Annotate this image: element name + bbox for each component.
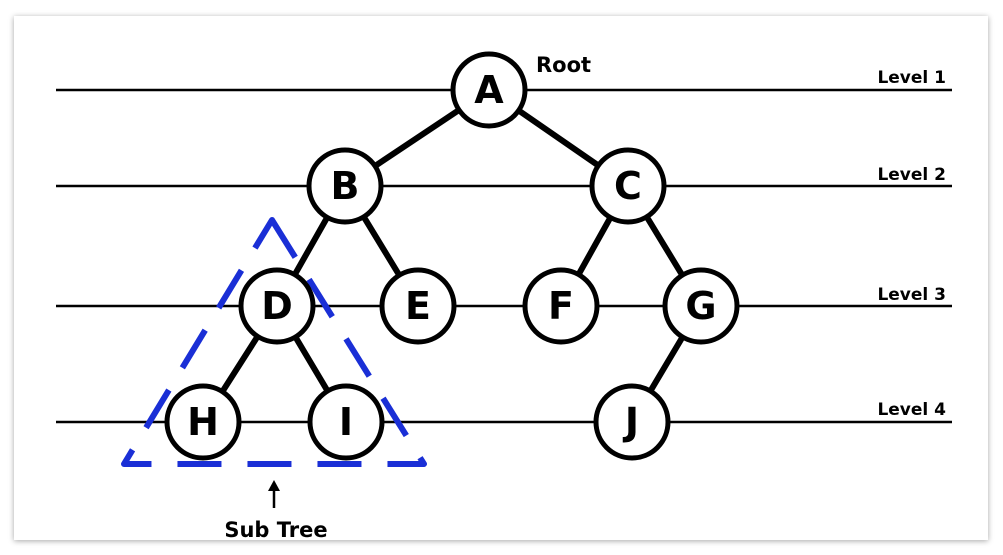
node-B-label: B [331, 164, 360, 208]
node-H-label: H [187, 400, 219, 444]
node-I: I [307, 383, 385, 461]
subtree-arrow [268, 480, 280, 508]
node-E: E [379, 267, 457, 345]
node-C-circle [589, 147, 667, 225]
node-C-label: C [614, 164, 642, 208]
node-I-circle [307, 383, 385, 461]
level-4-label: Level 4 [877, 400, 946, 420]
subtree-label: Sub Tree [224, 518, 327, 542]
node-A-circle [450, 51, 528, 129]
node-D-label: D [261, 284, 293, 328]
node-E-circle [379, 267, 457, 345]
root-label: Root [536, 53, 591, 77]
level-2-label: Level 2 [877, 165, 946, 185]
node-J-circle [593, 383, 671, 461]
subtree-arrow-head [268, 480, 280, 491]
node-G: G [662, 267, 740, 345]
node-J-label: J [622, 400, 639, 444]
subtree-outline [121, 217, 427, 467]
node-A-label: A [474, 68, 504, 112]
node-G-label: G [685, 284, 716, 328]
node-G-circle [662, 267, 740, 345]
node-D-circle [238, 267, 316, 345]
node-F-label: F [548, 284, 574, 328]
node-C: C [589, 147, 667, 225]
node-F-circle [522, 267, 600, 345]
level-3-label: Level 3 [877, 285, 946, 305]
level-1-label: Level 1 [877, 68, 946, 88]
node-H-circle [164, 383, 242, 461]
node-F: F [522, 267, 600, 345]
node-A: A [450, 51, 528, 129]
node-H: H [164, 383, 242, 461]
node-I-label: I [339, 400, 353, 444]
node-B-circle [306, 147, 384, 225]
node-D: D [238, 267, 316, 345]
node-B: B [306, 147, 384, 225]
node-E-label: E [405, 284, 431, 328]
tree-nodes: A B C D E F G H I J [164, 51, 740, 461]
node-J: J [593, 383, 671, 461]
